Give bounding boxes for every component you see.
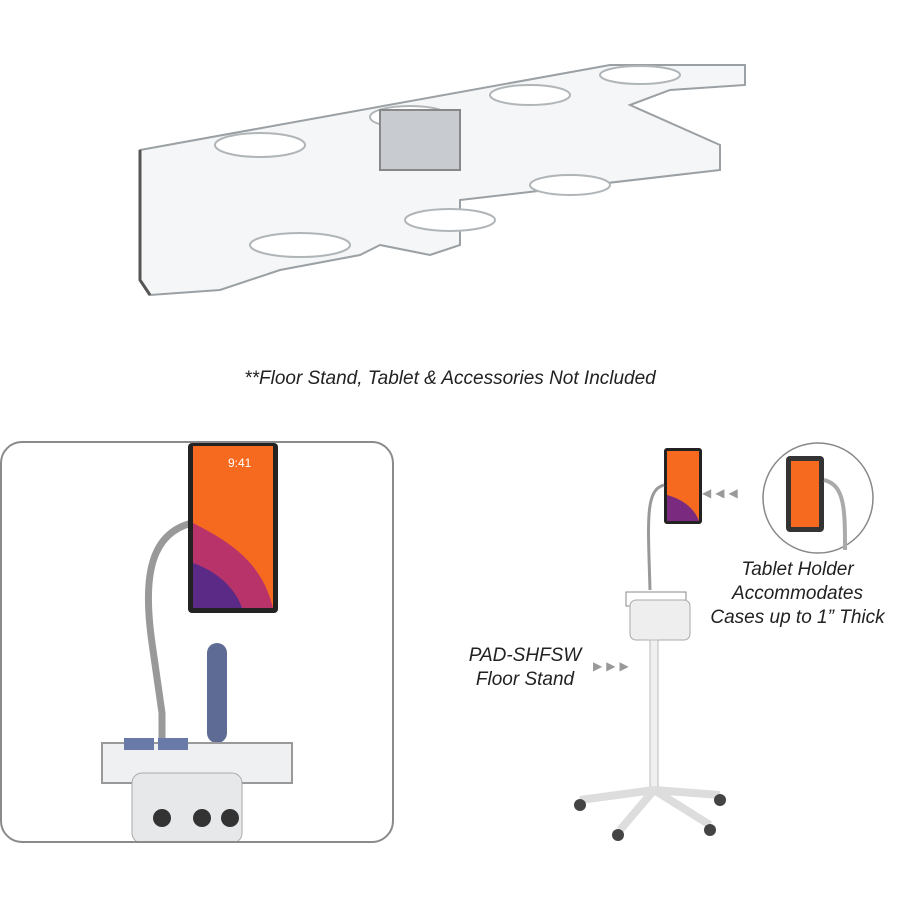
floor-stand-pointer-arrows: ▶▶▶ — [593, 659, 633, 673]
tablet-holder-label-line2: Accommodates — [732, 583, 863, 604]
tablet-holder-label-line3: Cases up to 1” Thick — [710, 607, 885, 628]
mounting-bracket — [379, 109, 461, 171]
tablet-holder-label-line1: Tablet Holder — [741, 559, 854, 580]
tablet-clock: 9:41 — [228, 456, 252, 470]
floor-stand-label-name: Floor Stand — [475, 669, 575, 690]
full-floor-stand-image — [574, 442, 874, 841]
closeup-stand-image — [101, 443, 293, 841]
disclaimer-caption: **Floor Stand, Tablet & Accessories Not … — [244, 368, 656, 389]
floor-stand-label-model: PAD-SHFSW — [468, 645, 582, 666]
floor-stand-label: PAD-SHFSW Floor Stand — [460, 644, 590, 692]
closeup-inset: 9:41 — [0, 441, 394, 843]
tablet-holder-label: Tablet Holder Accommodates Cases up to 1… — [690, 558, 900, 630]
tablet-holder-pointer-arrows: ◀◀◀ — [702, 486, 742, 500]
acrylic-probe-holder-image — [138, 64, 746, 297]
